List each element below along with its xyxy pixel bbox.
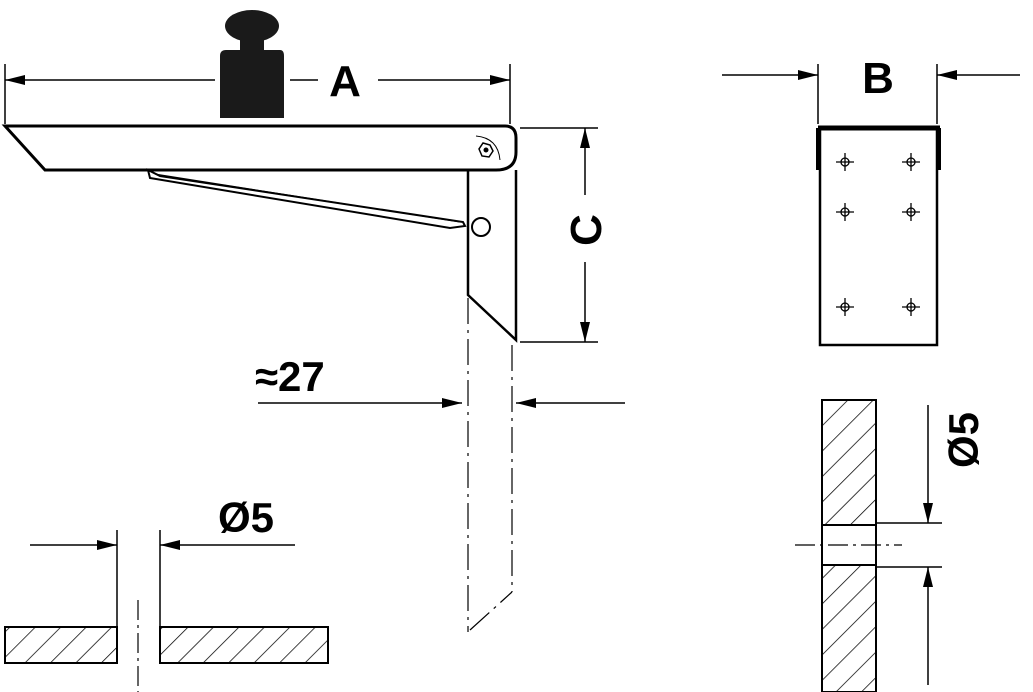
dim-a-label: A [329, 57, 361, 106]
hole-diameter-label-horizontal: Ø5 [218, 494, 274, 541]
mounting-holes [836, 153, 920, 316]
wall-section-vertical [795, 399, 942, 692]
bracket-front-view [816, 125, 941, 347]
dim-b-label: B [862, 54, 894, 103]
hole-diameter-label-vertical: Ø5 [940, 412, 987, 468]
hex-bolt-icon [478, 142, 494, 158]
weight-icon [220, 10, 284, 118]
dim-c-label: C [562, 214, 611, 246]
dimension-b [722, 64, 1020, 124]
shelf-bracket-side-view [1, 124, 518, 343]
dim-offset-label: ≈27 [255, 353, 325, 400]
center-lines [467, 298, 513, 632]
plate-section-horizontal [4, 530, 329, 692]
dimension-a [4, 64, 511, 124]
dimension-c [520, 127, 598, 343]
